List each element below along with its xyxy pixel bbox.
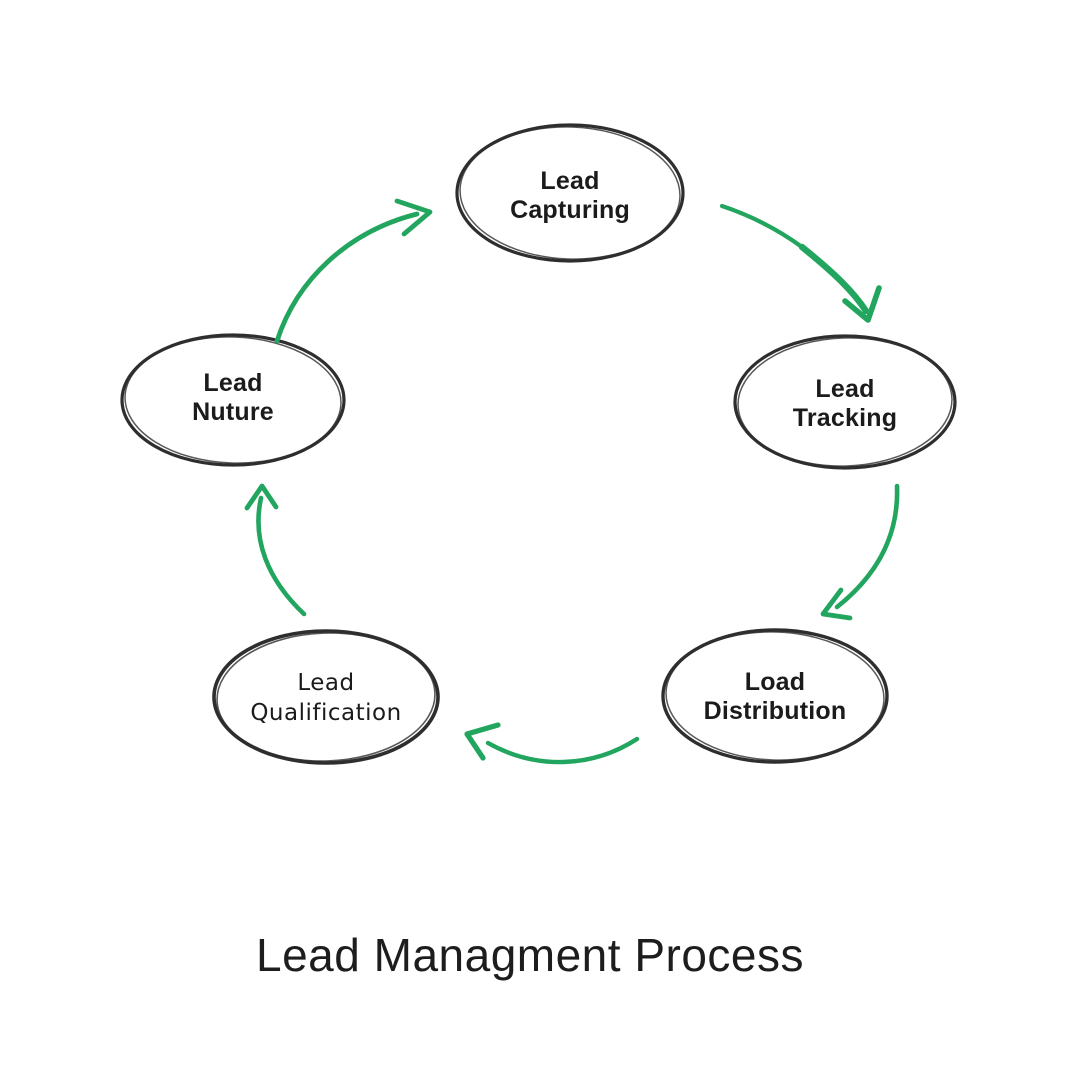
arrowhead — [464, 722, 501, 761]
arrowhead — [820, 587, 853, 621]
node-label-line2: Distribution — [703, 697, 847, 725]
diagram-title: Lead Managment Process — [256, 929, 804, 981]
node-label-line1: Load — [744, 668, 806, 696]
node-label-line2: Tracking — [792, 404, 898, 432]
node-ellipse-lead-nuture — [120, 333, 346, 467]
arrowhead — [244, 483, 279, 511]
node-label-lead-capturing: Lead Capturing — [460, 167, 680, 225]
arrowhead — [394, 198, 433, 237]
node-ellipse-load-distribution — [661, 628, 889, 764]
arrow-distribution-to-qualification — [464, 722, 640, 765]
arrow-nuture-to-capturing — [274, 198, 433, 344]
node-label-line2: Nuture — [192, 398, 274, 426]
node-label-lead-qualification: Lead Qualification — [216, 669, 436, 729]
arrowhead — [842, 285, 882, 323]
node-label-lead-nuture: Lead Nuture — [123, 369, 343, 427]
node-label-line1: Lead — [540, 167, 600, 195]
node-label-line2: Qualification — [250, 700, 402, 726]
node-label-lead-tracking: Lead Tracking — [735, 375, 955, 433]
arrow-capturing-to-tracking — [719, 203, 882, 323]
node-label-line1: Lead — [815, 375, 875, 403]
node-label-line1: Lead — [297, 670, 355, 697]
arrow-tracking-to-distribution — [820, 483, 900, 621]
arrow-qualification-to-nuture — [244, 483, 307, 617]
node-label-line1: Lead — [203, 369, 263, 397]
node-label-line2: Capturing — [510, 196, 630, 224]
node-label-load-distribution: Load Distribution — [665, 668, 885, 726]
node-ellipse-lead-tracking — [733, 334, 957, 470]
node-ellipse-lead-capturing — [455, 123, 685, 263]
node-ellipse-lead-qualification — [212, 629, 440, 765]
